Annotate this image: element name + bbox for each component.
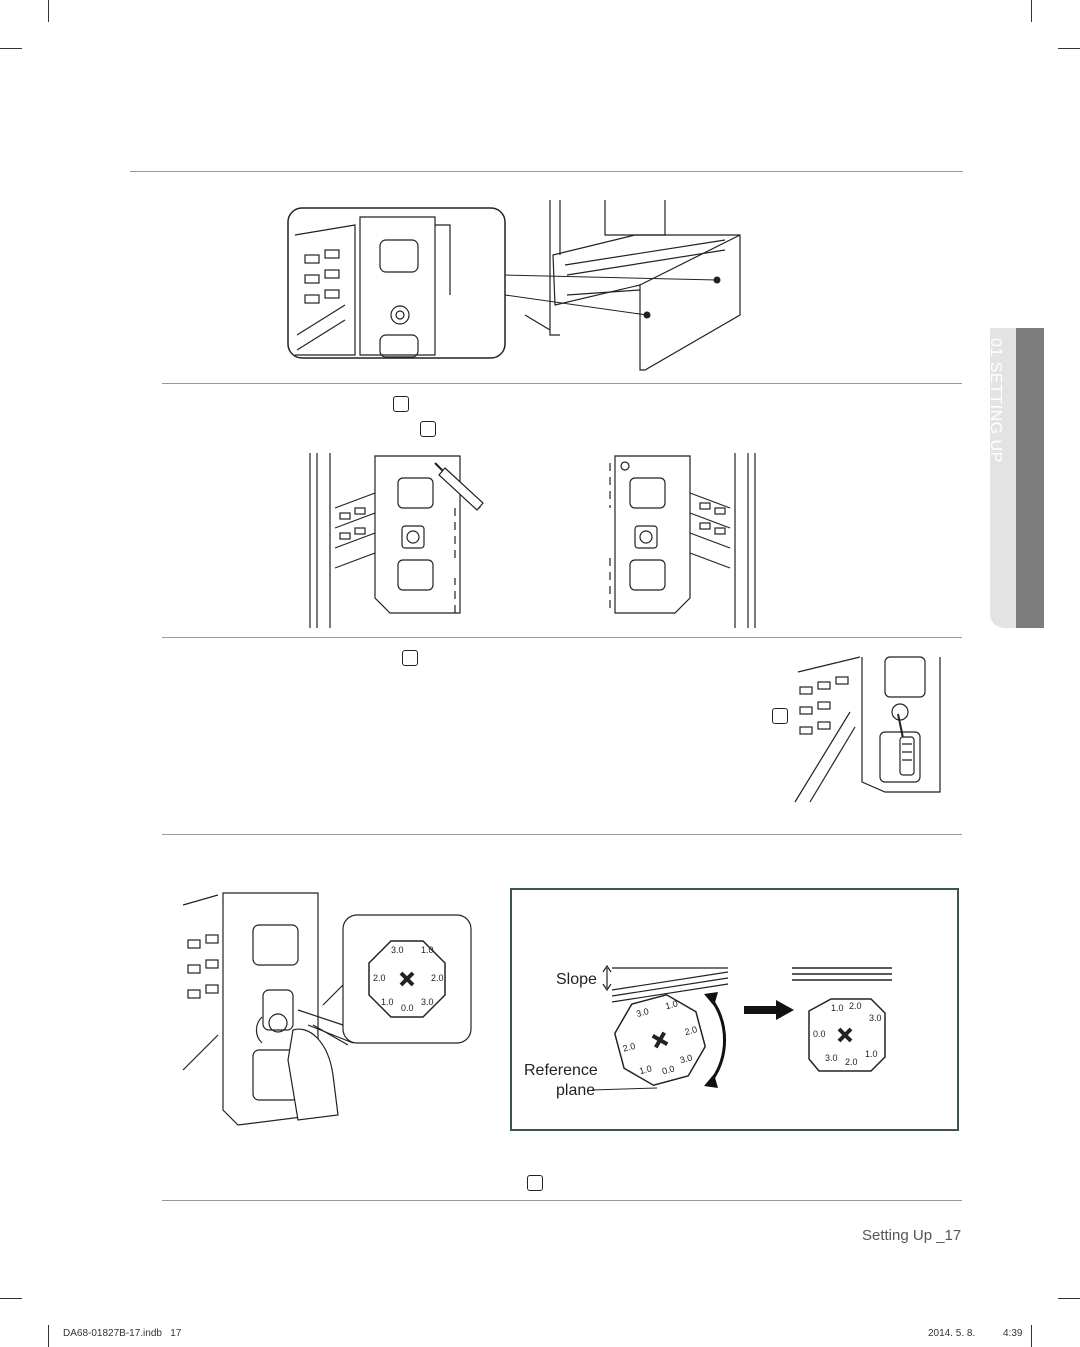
dial-mark: 1.0 xyxy=(865,1049,878,1059)
drawer-zoom-illustration xyxy=(287,200,741,371)
print-file-info: DA68-01827B-17.indb 17 xyxy=(63,1328,182,1339)
dial-mark: 3.0 xyxy=(421,997,434,1007)
dial-mark: 1.0 xyxy=(381,997,394,1007)
dial-mark: 1.0 xyxy=(831,1003,844,1013)
dial-mark: 1.0 xyxy=(664,998,679,1011)
hinge-screwdriver-illustration xyxy=(309,453,484,628)
dial-mark: 2.0 xyxy=(622,1041,637,1054)
crop-mark xyxy=(1031,1325,1032,1347)
crop-mark xyxy=(1031,0,1032,22)
step-marker xyxy=(772,708,788,724)
dial-mark: 2.0 xyxy=(845,1057,858,1067)
dial-mark: 2.0 xyxy=(373,973,386,983)
dial-mark: 3.0 xyxy=(679,1052,694,1065)
crop-mark xyxy=(48,1325,49,1347)
hand-adjust-illustration: 3.0 1.0 2.0 2.0 1.0 0.0 3.0 xyxy=(182,892,472,1126)
section-divider xyxy=(162,1200,962,1201)
dial-mark: 2.0 xyxy=(431,973,444,983)
crop-mark xyxy=(0,48,22,49)
slope-diagram-box xyxy=(510,888,959,1131)
dial-mark: 3.0 xyxy=(391,945,404,955)
hinge-adjust-illustration xyxy=(794,656,941,803)
step-marker xyxy=(402,650,418,666)
section-divider xyxy=(162,834,962,835)
section-divider xyxy=(162,637,962,638)
dial-mark: 1.0 xyxy=(638,1063,653,1076)
dial-mark: 2.0 xyxy=(849,1001,862,1011)
print-date: 2014. 5. 8. xyxy=(928,1328,976,1339)
chapter-tab xyxy=(990,328,1044,628)
section-divider xyxy=(162,383,962,384)
hinge-illustration xyxy=(609,453,756,628)
dial-mark: 3.0 xyxy=(869,1013,882,1023)
dial-mark: 3.0 xyxy=(635,1006,650,1019)
page-footer-label: Setting Up _17 xyxy=(862,1227,962,1244)
plane-label: plane xyxy=(556,1082,595,1099)
crop-mark xyxy=(0,1298,22,1299)
slope-diagram: Slope Reference plane 3.0 1.0 2.0 2.0 1.… xyxy=(524,964,892,1099)
reference-label: Reference xyxy=(524,1062,598,1079)
crop-mark xyxy=(1058,1298,1080,1299)
step-marker xyxy=(527,1175,543,1191)
print-time: 4:39 xyxy=(1003,1328,1023,1339)
dial-mark: 0.0 xyxy=(401,1003,414,1013)
dial-mark: 3.0 xyxy=(825,1053,838,1063)
section-divider xyxy=(130,171,963,172)
chapter-tab-label: 01 SETTING UP xyxy=(987,338,1004,463)
step-marker xyxy=(393,396,409,412)
dial-mark: 0.0 xyxy=(661,1063,676,1076)
slope-label: Slope xyxy=(556,971,597,988)
dial-mark: 2.0 xyxy=(684,1024,699,1037)
dial-mark: 0.0 xyxy=(813,1029,826,1039)
step-marker xyxy=(420,421,436,437)
crop-mark xyxy=(48,0,49,22)
dial-mark: 1.0 xyxy=(421,945,434,955)
crop-mark xyxy=(1058,48,1080,49)
